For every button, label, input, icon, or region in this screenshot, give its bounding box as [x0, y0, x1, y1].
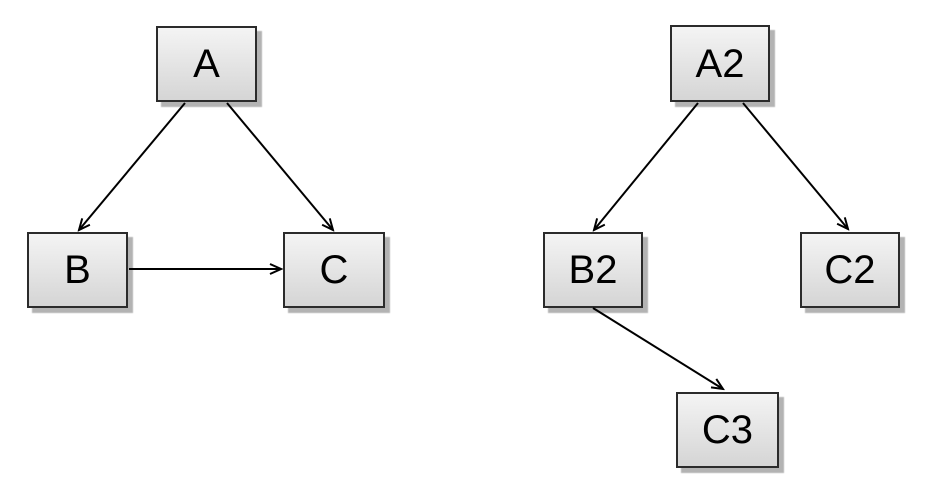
node-C3[interactable]: C3: [676, 392, 779, 468]
node-A[interactable]: A: [156, 26, 257, 102]
node-B2[interactable]: B2: [543, 232, 643, 308]
edge-A2-B2[interactable]: [594, 102, 699, 230]
node-label: C3: [701, 408, 754, 452]
node-B[interactable]: B: [27, 232, 128, 308]
node-label: C2: [824, 248, 876, 292]
node-label: B: [64, 248, 91, 292]
node-label: B2: [568, 248, 618, 292]
node-A2[interactable]: A2: [670, 25, 770, 102]
node-label: C: [319, 248, 349, 292]
node-label: A: [193, 42, 220, 86]
node-C[interactable]: C: [283, 232, 385, 308]
edge-A-B[interactable]: [79, 102, 186, 230]
node-label: A2: [695, 41, 745, 86]
node-C2[interactable]: C2: [800, 232, 900, 308]
edge-A2-C2[interactable]: [742, 102, 848, 229]
edge-A-C[interactable]: [226, 102, 333, 230]
edge-B2-C3[interactable]: [592, 307, 723, 389]
